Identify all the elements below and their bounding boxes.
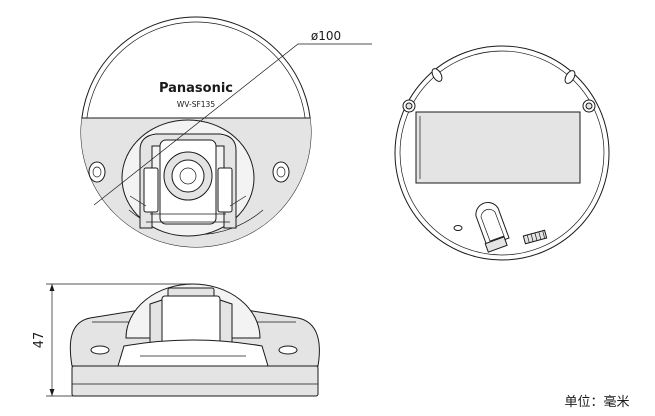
height-label: 47 — [32, 332, 47, 349]
front-left-tilt-arm — [143, 167, 159, 213]
side-right-hole — [278, 345, 298, 355]
front-lens-inner — [179, 167, 197, 185]
front-right-tilt-arm — [217, 167, 233, 213]
back-grille-bar — [538, 231, 542, 240]
front-lens-middle — [171, 159, 205, 193]
brand-logo-text: Panasonic — [159, 81, 233, 96]
back-grille-frame — [522, 229, 548, 245]
back-label-plate — [415, 111, 581, 184]
back-left-screw-inner — [405, 102, 413, 110]
side-left-hole — [90, 345, 110, 355]
height-arrow-top — [49, 284, 55, 291]
back-right-slot — [564, 70, 576, 84]
front-right-hole-inner — [276, 166, 286, 178]
back-left-slot — [431, 68, 443, 82]
front-right-screw-line — [229, 195, 247, 207]
back-vent-grille — [522, 229, 548, 245]
back-cable-outlet-inner — [480, 208, 505, 242]
front-left-screw-line — [129, 195, 147, 207]
back-grille-bar — [530, 233, 534, 242]
side-view: 47 — [32, 283, 320, 397]
back-small-slot — [453, 225, 463, 231]
back-grille-bar — [534, 232, 538, 241]
front-left-hole-inner — [92, 166, 102, 178]
front-right-hole — [272, 161, 290, 183]
back-inner-rim — [399, 50, 605, 256]
front-view: Panasonic WV-SF135 ø100 — [80, 16, 372, 248]
front-left-hole — [88, 161, 106, 183]
back-grille-bar — [542, 230, 546, 239]
back-right-screw-inner — [585, 102, 593, 110]
height-arrow-bottom — [49, 389, 55, 396]
back-cable-tab — [484, 236, 508, 253]
back-grille-bar — [526, 234, 530, 243]
side-lower-window — [117, 339, 269, 367]
front-gimbal-bracket — [139, 133, 237, 229]
back-view — [394, 45, 610, 261]
model-number-text: WV-SF135 — [177, 100, 215, 109]
back-cable-outlet — [475, 202, 510, 247]
side-base-plate — [71, 365, 319, 397]
diameter-leader-line — [93, 43, 372, 206]
diameter-label: ø100 — [311, 29, 341, 43]
units-note: 单位：毫米 — [564, 394, 629, 410]
